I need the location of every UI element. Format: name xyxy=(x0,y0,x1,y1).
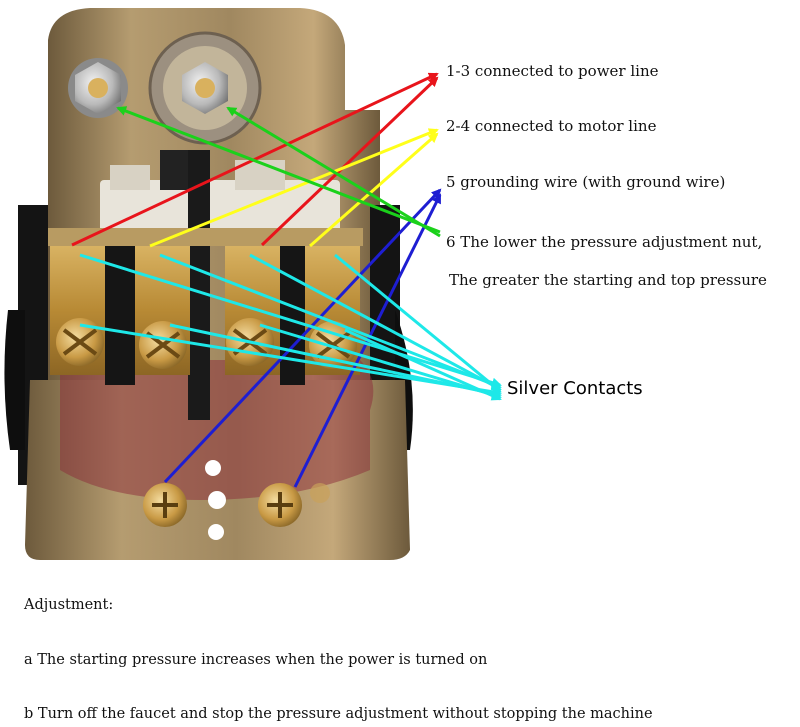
arrow-icon xyxy=(169,323,502,399)
terminal-screw-icon xyxy=(56,318,104,366)
arrows xyxy=(71,72,502,488)
ground-screw-icon xyxy=(258,483,302,527)
arrow-icon xyxy=(149,128,439,248)
center-lever xyxy=(188,150,210,420)
arrow-icon xyxy=(334,253,502,393)
bracket-hole xyxy=(205,460,221,476)
arrow-icon xyxy=(249,253,502,391)
arrow-icon xyxy=(260,76,439,247)
ground-screw-icon xyxy=(143,483,187,527)
arrow-icon xyxy=(163,188,442,484)
arrow-icon xyxy=(309,132,439,248)
arrow-icon xyxy=(79,253,502,388)
arrow-icon xyxy=(259,323,502,400)
arrow-icon xyxy=(344,328,502,401)
arrow-icon xyxy=(116,106,441,234)
label-motor-line: 2-4 connected to motor line xyxy=(446,117,657,135)
label-adjust-nut-1: 6 The lower the pressure adjustment nut, xyxy=(446,233,763,251)
label-adjust-nut-2: The greater the starting and top pressur… xyxy=(449,271,767,289)
arrow-icon xyxy=(226,106,441,238)
arrow-icon xyxy=(159,253,502,389)
label-grounding: 5 grounding wire (with ground wire) xyxy=(446,173,726,191)
label-power-line: 1-3 connected to power line xyxy=(446,62,659,80)
adjustment-nut-icon xyxy=(68,58,128,118)
label-silver-contacts: Silver Contacts xyxy=(507,378,643,399)
notes-item-b: b Turn off the faucet and stop the press… xyxy=(24,706,653,722)
notes-heading: Adjustment: xyxy=(24,597,114,613)
notes-item-a: a The starting pressure increases when t… xyxy=(24,652,488,668)
